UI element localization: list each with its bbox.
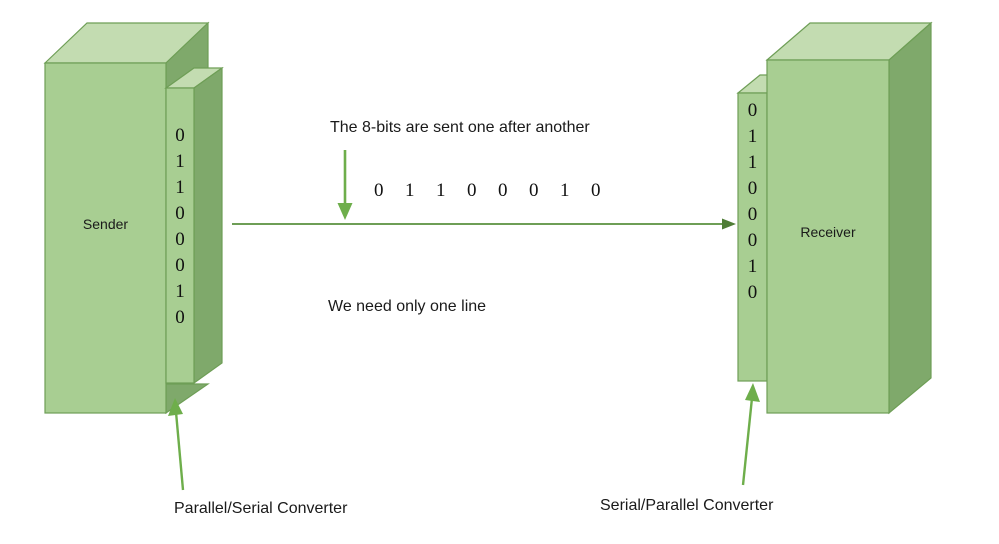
serial-parallel-arrow-shaft <box>741 397 754 486</box>
receiver-bit: 1 <box>747 256 758 277</box>
serial-bit-stream: 0 1 1 0 0 0 1 0 <box>374 180 601 201</box>
receiver-bit: 0 <box>747 230 758 251</box>
receiver-bitcolumn-front-face <box>737 92 768 382</box>
sender-block-front-face <box>44 62 167 414</box>
receiver-bit-column: 0 1 1 0 0 0 1 0 <box>738 98 767 306</box>
line-caption: We need only one line <box>328 298 487 315</box>
sender-bit: 0 <box>175 255 185 276</box>
sender-bitcolumn-front-face <box>165 87 195 384</box>
sender-bit-column: 0 1 1 0 0 0 1 0 <box>166 123 194 331</box>
receiver-bit: 0 <box>747 100 758 121</box>
parallel-serial-converter-label: Parallel/Serial Converter <box>174 500 348 517</box>
receiver-bit: 1 <box>747 126 758 147</box>
receiver-bit: 0 <box>747 282 758 303</box>
sender-bit: 0 <box>175 307 185 328</box>
receiver-bit: 0 <box>747 204 758 225</box>
receiver-block-side-face <box>888 21 932 415</box>
receiver-block-front-face <box>766 59 890 414</box>
parallel-serial-arrow-head <box>168 398 183 416</box>
receiver-label: Receiver <box>800 224 856 240</box>
top-caption: The 8-bits are sent one after another <box>330 119 590 136</box>
receiver-bit: 0 <box>747 178 758 199</box>
sender-bit: 1 <box>175 281 185 302</box>
receiver-bit: 1 <box>747 152 758 173</box>
serial-parallel-arrow-head <box>745 383 760 402</box>
sender-label: Sender <box>82 216 129 232</box>
serial-line-arrowhead <box>722 218 736 230</box>
sender-bit: 1 <box>175 151 185 172</box>
serial-parallel-converter-label: Serial/Parallel Converter <box>600 497 774 514</box>
sender-bit: 1 <box>175 177 185 198</box>
sender-bit: 0 <box>175 125 185 146</box>
parallel-serial-arrow-shaft <box>174 411 185 491</box>
caption-pointer-arrowhead <box>337 203 353 220</box>
sender-bitcolumn-side-face <box>193 66 223 385</box>
sender-bit: 0 <box>175 203 185 224</box>
sender-bit: 0 <box>175 229 185 250</box>
